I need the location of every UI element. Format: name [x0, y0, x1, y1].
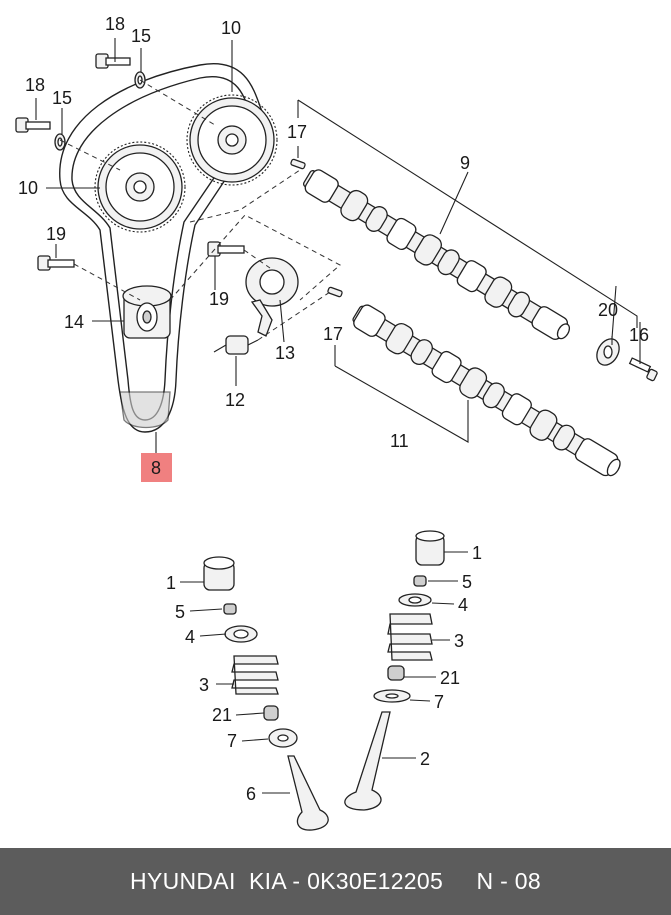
idler-pulley-14	[122, 285, 172, 339]
callout-14: 14	[64, 312, 84, 332]
bolt-18-upper	[95, 53, 131, 69]
bolt-16	[628, 357, 658, 382]
footer-part-number-text: HYUNDAI KIA - 0K30E12205 N - 08	[130, 868, 541, 894]
part-number-footer: HYUNDAI KIA - 0K30E12205 N - 08	[0, 848, 671, 915]
callout-21-right: 21	[440, 668, 460, 688]
callout-10-lower: 10	[18, 178, 38, 198]
callout-1-right: 1	[472, 543, 482, 563]
timing-valvetrain-diagram: 18 15 10 18 15 17 10 9 19 19 20 16 14 13…	[15, 14, 658, 831]
tensioner-spring-12	[213, 335, 259, 355]
washer-15-lower	[54, 133, 66, 151]
callout-4-right: 4	[458, 595, 468, 615]
callout-9: 9	[460, 153, 470, 173]
valve-assembly-right	[344, 530, 445, 811]
callout-13: 13	[275, 343, 295, 363]
callout-5-left: 5	[175, 602, 185, 622]
callout-labels: 18 15 10 18 15 17 10 9 19 19 20 16 14 13…	[18, 14, 649, 804]
camshaft-9	[302, 169, 571, 340]
callout-5-right: 5	[462, 572, 472, 592]
bolt-19-left	[37, 255, 75, 271]
callout-3-left: 3	[199, 675, 209, 695]
timing-belt	[59, 62, 266, 433]
leader-lines-valve-right	[382, 551, 468, 759]
assembly-dashed-lines	[59, 79, 341, 341]
callout-12: 12	[225, 390, 245, 410]
callout-15-upper: 15	[131, 26, 151, 46]
callout-16: 16	[629, 325, 649, 345]
callout-7-left: 7	[227, 731, 237, 751]
thrust-plate-20	[596, 338, 620, 366]
callout-19-center: 19	[209, 289, 229, 309]
callout-18-upper: 18	[105, 14, 125, 34]
camshaft-11	[352, 304, 621, 477]
dowel-pin-17-upper	[290, 158, 306, 170]
callout-11: 11	[390, 431, 409, 451]
callout-17-upper: 17	[287, 122, 307, 142]
callout-6-left: 6	[246, 784, 256, 804]
callout-15-lower: 15	[52, 88, 72, 108]
callout-18-lower: 18	[25, 75, 45, 95]
callout-8: 8	[151, 458, 161, 478]
leader-lines	[35, 38, 641, 454]
dowel-pin-17-lower	[327, 286, 343, 298]
callout-19-left: 19	[46, 224, 66, 244]
callout-10-upper: 10	[221, 18, 241, 38]
callout-20: 20	[598, 300, 618, 320]
callout-1-left: 1	[166, 573, 176, 593]
cam-sprocket-upper	[186, 94, 278, 186]
callout-7-right: 7	[434, 692, 444, 712]
leader-lines-valve-left	[180, 581, 290, 794]
callout-4-left: 4	[185, 627, 195, 647]
tensioner-13	[245, 257, 299, 337]
callout-17-lower: 17	[323, 324, 343, 344]
callout-2-right: 2	[420, 749, 430, 769]
bolt-18-lower	[15, 117, 51, 133]
bolt-19-center	[207, 241, 245, 257]
callout-3-right: 3	[454, 631, 464, 651]
bracket-lines	[297, 99, 638, 443]
cam-sprocket-lower	[94, 141, 186, 233]
highlight-box-8	[141, 453, 172, 482]
callout-21-left: 21	[212, 705, 232, 725]
valve-assembly-left	[203, 556, 329, 831]
